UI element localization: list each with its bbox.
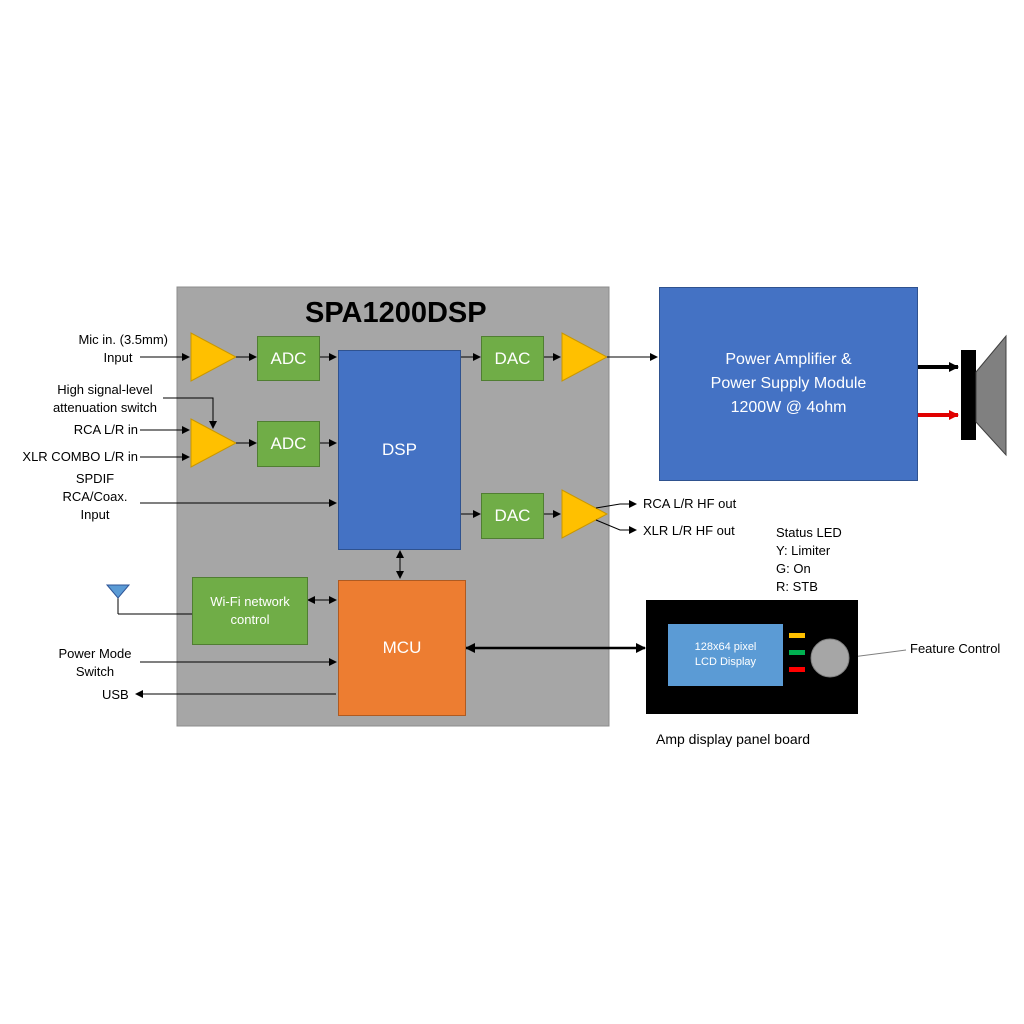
status-led-green: G: On <box>776 561 811 576</box>
power-amplifier-module: Power Amplifier & Power Supply Module 12… <box>659 287 918 481</box>
led-red <box>789 667 805 672</box>
lcd-label-line1: 128x64 pixel <box>694 641 757 653</box>
spdif-input-label: SPDIF RCA/Coax. Input <box>55 470 135 524</box>
wifi-label-line2: control <box>230 612 270 627</box>
power-mode-label: Power Mode Switch <box>45 645 145 681</box>
power-module-line3: 1200W @ 4ohm <box>730 399 847 416</box>
spdif-line3: Input <box>80 507 110 522</box>
power-mode-line1: Power Mode <box>58 646 132 661</box>
output-amplifier-1 <box>561 332 609 382</box>
mic-input-label: Mic in. (3.5mm) <box>40 331 168 349</box>
xlr-input-label: XLR COMBO L/R in <box>22 449 138 464</box>
speaker-cone <box>975 334 1007 457</box>
xlr-hf-out-label: XLR L/R HF out <box>643 523 735 538</box>
power-module-line2: Power Supply Module <box>710 375 867 392</box>
speaker-magnet <box>961 350 976 440</box>
feature-control-label: Feature Control <box>910 641 1001 656</box>
status-led-legend: Status LED Y: Limiter G: On R: STB <box>776 524 842 596</box>
attenuation-line1: High signal-level <box>57 382 153 397</box>
mcu-block: MCU <box>338 580 466 716</box>
line-in-amplifier <box>190 418 238 468</box>
output-amplifier-2 <box>561 489 609 539</box>
mic-amplifier <box>190 332 238 382</box>
status-led-red: R: STB <box>776 579 818 594</box>
led-yellow <box>789 633 805 638</box>
status-led-title: Status LED <box>776 525 842 540</box>
dsp-block: DSP <box>338 350 461 550</box>
usb-label: USB <box>102 687 129 702</box>
feature-control-knob <box>810 638 850 678</box>
adc-block-1: ADC <box>257 336 320 381</box>
power-module-line1: Power Amplifier & <box>725 351 852 368</box>
wifi-label-line1: Wi-Fi network <box>210 594 290 609</box>
dac-block-1: DAC <box>481 336 544 381</box>
led-green <box>789 650 805 655</box>
wifi-block: Wi-Fi network control <box>192 577 308 645</box>
lcd-label-line2: LCD Display <box>694 656 757 668</box>
antenna-icon <box>105 584 131 599</box>
lcd-display: 128x64 pixel LCD Display <box>668 624 783 686</box>
attenuation-line2: attenuation switch <box>52 400 158 415</box>
dac-block-2: DAC <box>481 493 544 539</box>
mic-input-label-2: Input <box>80 349 156 367</box>
attenuation-switch-label: High signal-level attenuation switch <box>30 381 180 417</box>
chip-title: SPA1200DSP <box>305 297 487 329</box>
adc-block-2: ADC <box>257 421 320 467</box>
power-mode-line2: Switch <box>75 664 115 679</box>
rca-input-label: RCA L/R in <box>73 422 138 437</box>
display-panel-caption: Amp display panel board <box>656 731 811 747</box>
mic-input-line2: Input <box>103 350 133 365</box>
spdif-line1: SPDIF <box>75 471 115 486</box>
mic-input-line1: Mic in. (3.5mm) <box>78 332 168 347</box>
spdif-line2: RCA/Coax. <box>62 489 128 504</box>
status-led-yellow: Y: Limiter <box>776 543 831 558</box>
rca-hf-out-label: RCA L/R HF out <box>643 496 737 511</box>
